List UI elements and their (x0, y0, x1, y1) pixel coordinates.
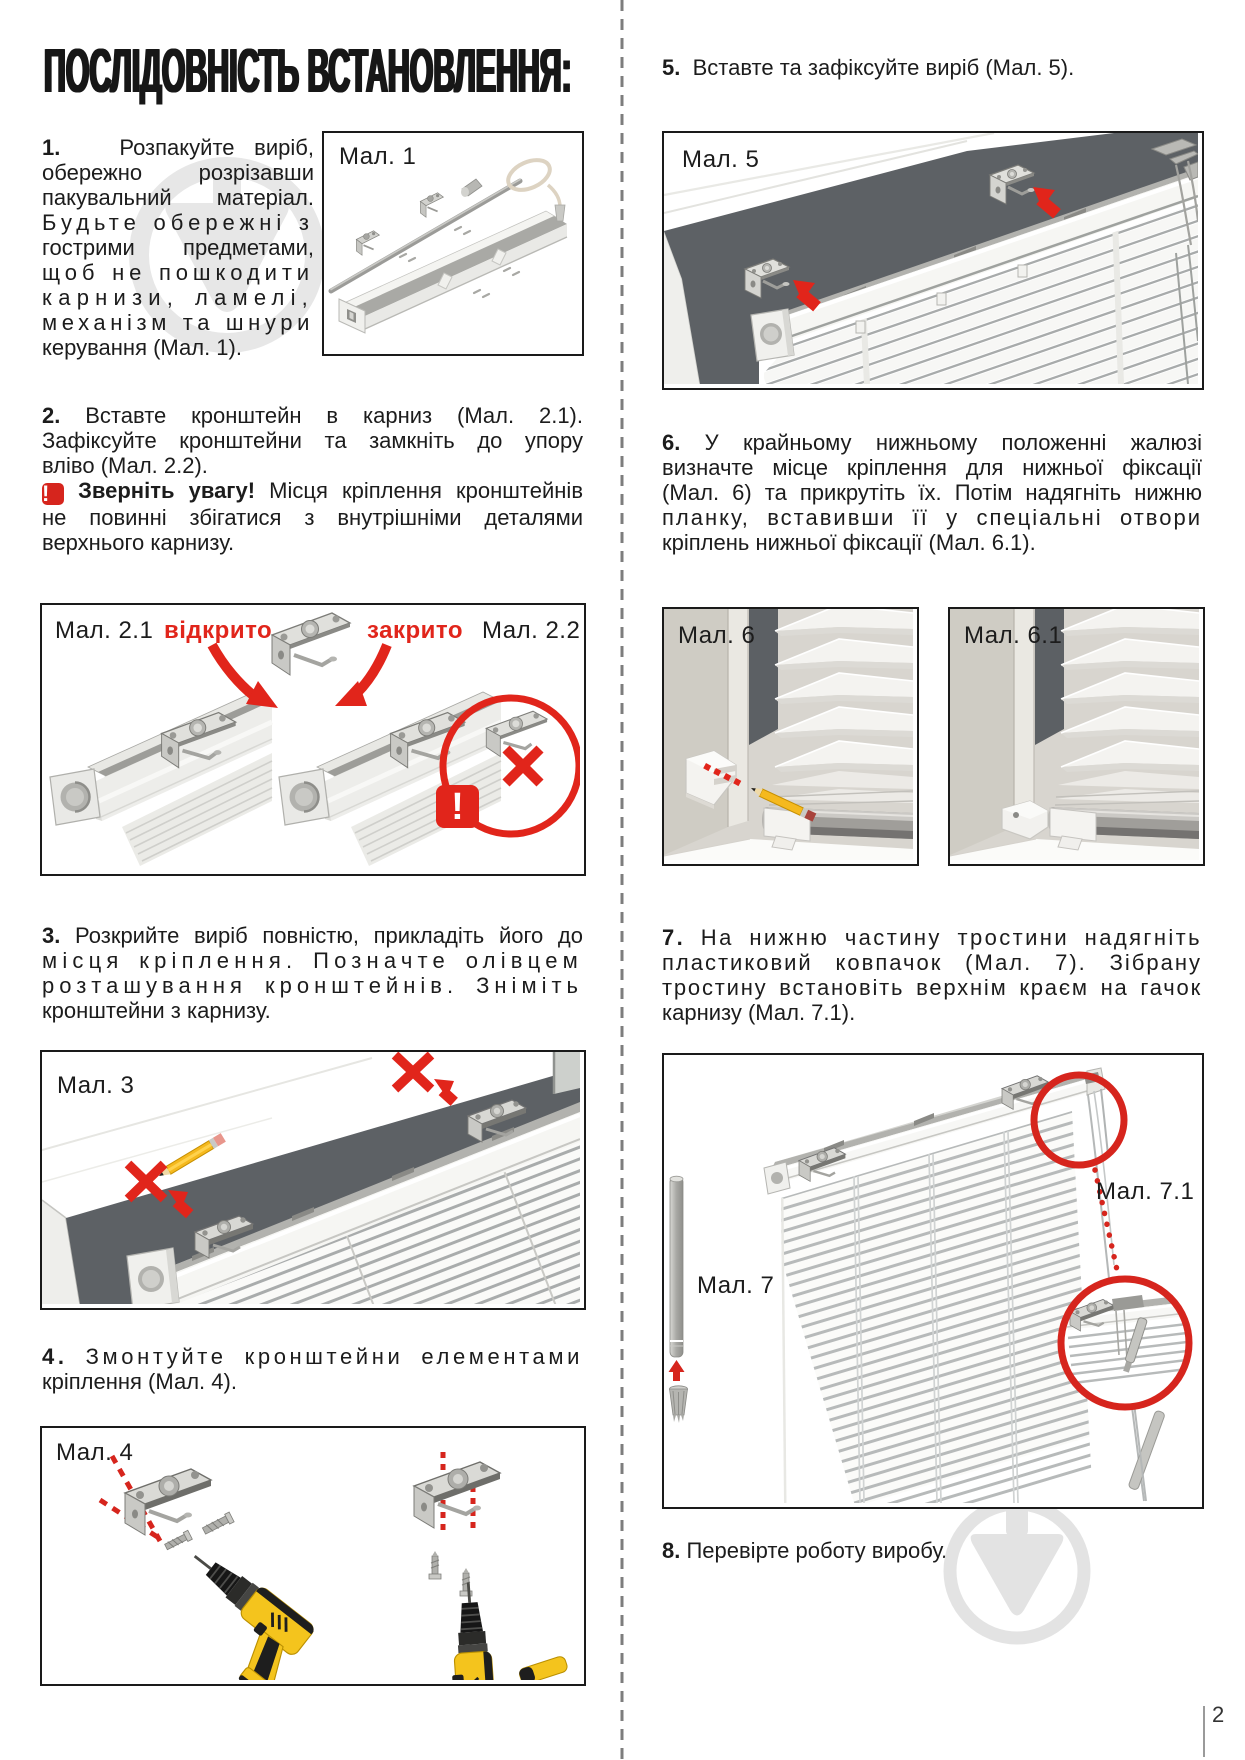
svg-text:!: ! (451, 786, 464, 828)
